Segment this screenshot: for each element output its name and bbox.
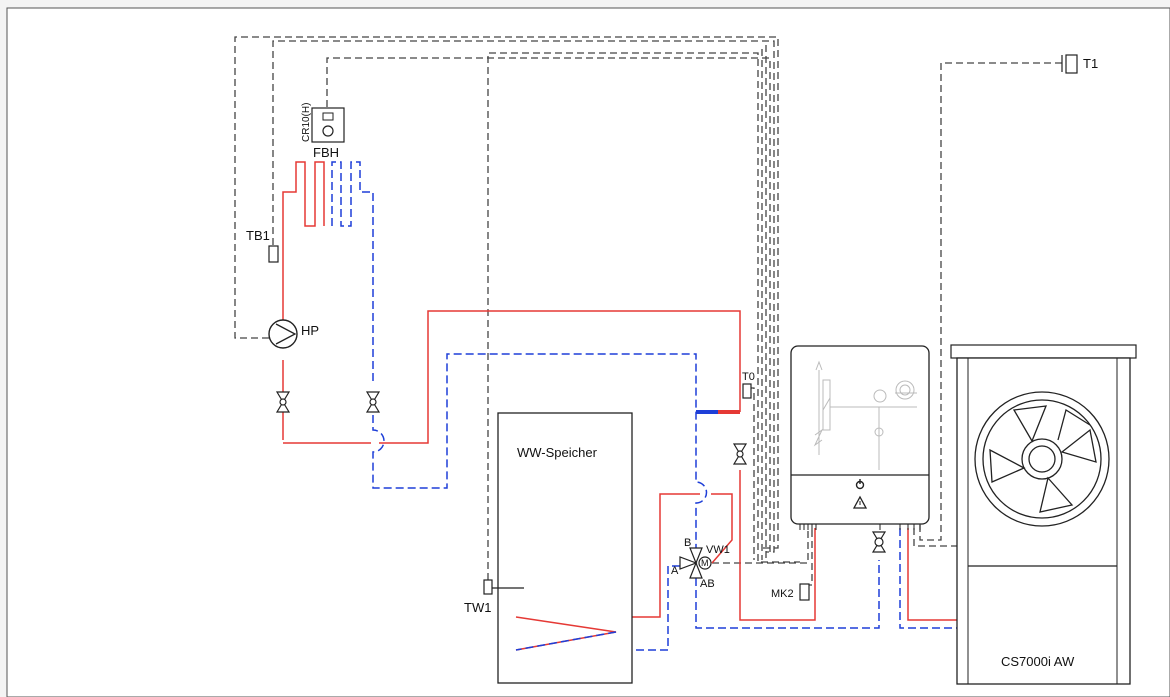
- valve-icon: [275, 391, 291, 413]
- valve-icon: [732, 443, 748, 465]
- t0-label: T0: [742, 371, 755, 383]
- signal-cables: [234, 36, 1062, 586]
- flow-pipes: [282, 161, 957, 651]
- thermostat-cr10h: [311, 107, 345, 143]
- storage-tank: [497, 412, 633, 684]
- indoor-unit: [790, 345, 930, 530]
- fbh-label: FBH: [313, 145, 339, 160]
- port-a-label: A: [671, 565, 679, 577]
- port-b-label: B: [684, 537, 691, 549]
- outdoor-heatpump: [950, 344, 1137, 685]
- vw1-label: VW1: [706, 544, 730, 556]
- fan-icon: [974, 391, 1110, 527]
- storage-label: WW-Speicher: [517, 445, 598, 460]
- valve-icon: [871, 531, 887, 553]
- three-way-valve-icon: [679, 547, 712, 579]
- heatpump-label: CS7000i AW: [1001, 654, 1075, 669]
- mk2-sensor-icon: [799, 583, 810, 601]
- tw1-label: TW1: [464, 600, 491, 615]
- hp-label: HP: [301, 323, 319, 338]
- t1-sensor-icon: [1061, 54, 1078, 74]
- valve-icon: [365, 391, 381, 413]
- tw1-sensor-icon: [483, 579, 493, 595]
- t0-sensor-icon: [742, 383, 752, 399]
- tb1-label: TB1: [246, 228, 270, 243]
- pump-icon: [268, 319, 298, 349]
- thermostat-label: CR10(H): [301, 103, 312, 142]
- tb1-sensor-icon: [268, 245, 279, 263]
- valve-motor-label: M: [701, 558, 709, 568]
- mk2-label: MK2: [771, 588, 794, 600]
- t1-label: T1: [1083, 56, 1098, 71]
- storage-coil-return: [515, 631, 617, 651]
- port-ab-label: AB: [700, 578, 715, 590]
